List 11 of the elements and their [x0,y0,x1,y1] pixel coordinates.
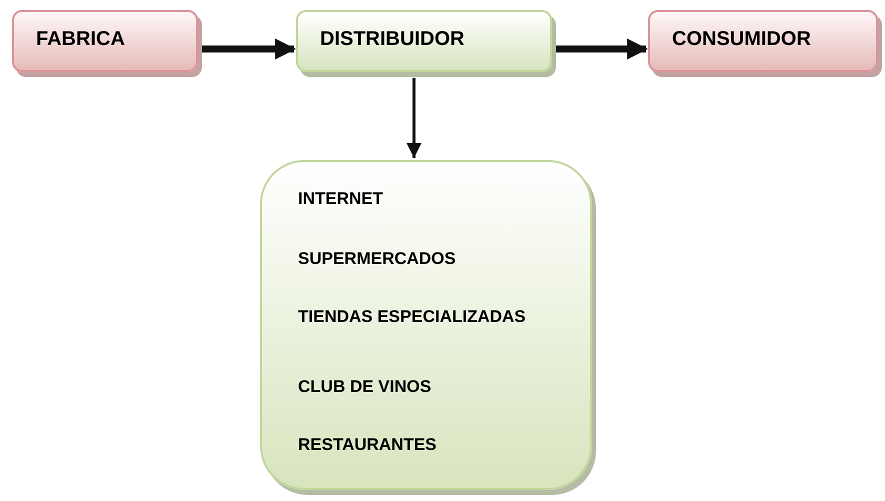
box-label: CONSUMIDOR [672,27,812,52]
box-label: FABRICA [36,27,126,52]
box-label: DISTRIBUIDOR [320,27,466,52]
channel-label: CLUB DE VINOS [298,376,432,398]
channel-label: RESTAURANTES [298,434,438,456]
arrow [200,38,296,60]
arrow [554,38,648,60]
arrow [406,78,422,158]
channel-label: INTERNET [298,188,384,210]
channel-label: TIENDAS ESPECIALIZADAS [298,306,527,328]
channel-label: SUPERMERCADOS [298,248,457,270]
